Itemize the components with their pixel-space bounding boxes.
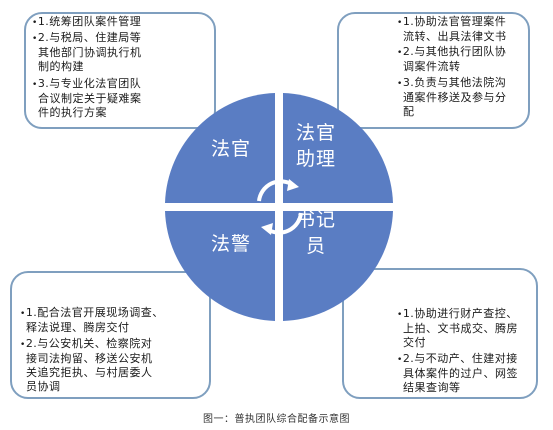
label-clerk-line2: 员 bbox=[306, 235, 327, 257]
label-clerk: 书记 员 bbox=[296, 207, 336, 259]
clerk-duties-box bbox=[342, 268, 538, 399]
assistant-duty-3: •3.负责与其他法院沟 通案件移送及参与分 配 bbox=[397, 76, 507, 118]
label-judge: 法官 bbox=[211, 138, 252, 160]
cycle-arrows-icon bbox=[257, 179, 303, 235]
judge-duty-2: •2.与税局、住建局等 其他部门协调执行机 制的构建 bbox=[32, 31, 142, 73]
clerk-duty-2: •2.与不动产、住建对接 具体案件的过户、网签 结果查询等 bbox=[397, 352, 518, 394]
figure-caption: 图一：普执团队综合配备示意图 bbox=[203, 414, 350, 425]
clerk-duty-1: •1.协助进行财产查控、 上拍、文书成交、腾房 交付 bbox=[397, 307, 518, 349]
quadrants bbox=[165, 93, 393, 321]
label-assistant: 法官 助理 bbox=[296, 120, 336, 172]
quadrant-police bbox=[165, 211, 275, 321]
role-circle bbox=[165, 93, 393, 321]
assistant-duty-1: •1.协助法官管理案件 流转、出具法律文书 bbox=[397, 15, 507, 43]
label-assistant-line1: 法官 bbox=[296, 122, 337, 144]
label-police: 法警 bbox=[211, 233, 252, 255]
judge-duty-1: •1.统筹团队案件管理 bbox=[32, 15, 142, 28]
judge-duties-box bbox=[24, 12, 216, 129]
quadrant-assistant bbox=[283, 93, 393, 203]
label-clerk-line1: 书记 bbox=[296, 209, 337, 231]
assistant-duties-box bbox=[337, 12, 530, 129]
quadrant-clerk bbox=[283, 211, 393, 321]
assistant-duty-2: •2.与其他执行团队协 调案件流转 bbox=[397, 45, 507, 73]
police-duties-box bbox=[10, 271, 211, 399]
police-duty-2: •2.与公安机关、检察院对 接司法拘留、移送公安机 关追究拒执、与村居委人 员协… bbox=[20, 337, 153, 393]
judge-duty-3: •3.与专业化法官团队 合议制定关于疑难案 件的执行方案 bbox=[32, 77, 142, 119]
police-duty-1: •1.配合法官开展现场调查、 释法说理、腾房交付 bbox=[20, 306, 164, 334]
label-assistant-line2: 助理 bbox=[296, 148, 337, 170]
quadrant-judge bbox=[165, 93, 275, 203]
